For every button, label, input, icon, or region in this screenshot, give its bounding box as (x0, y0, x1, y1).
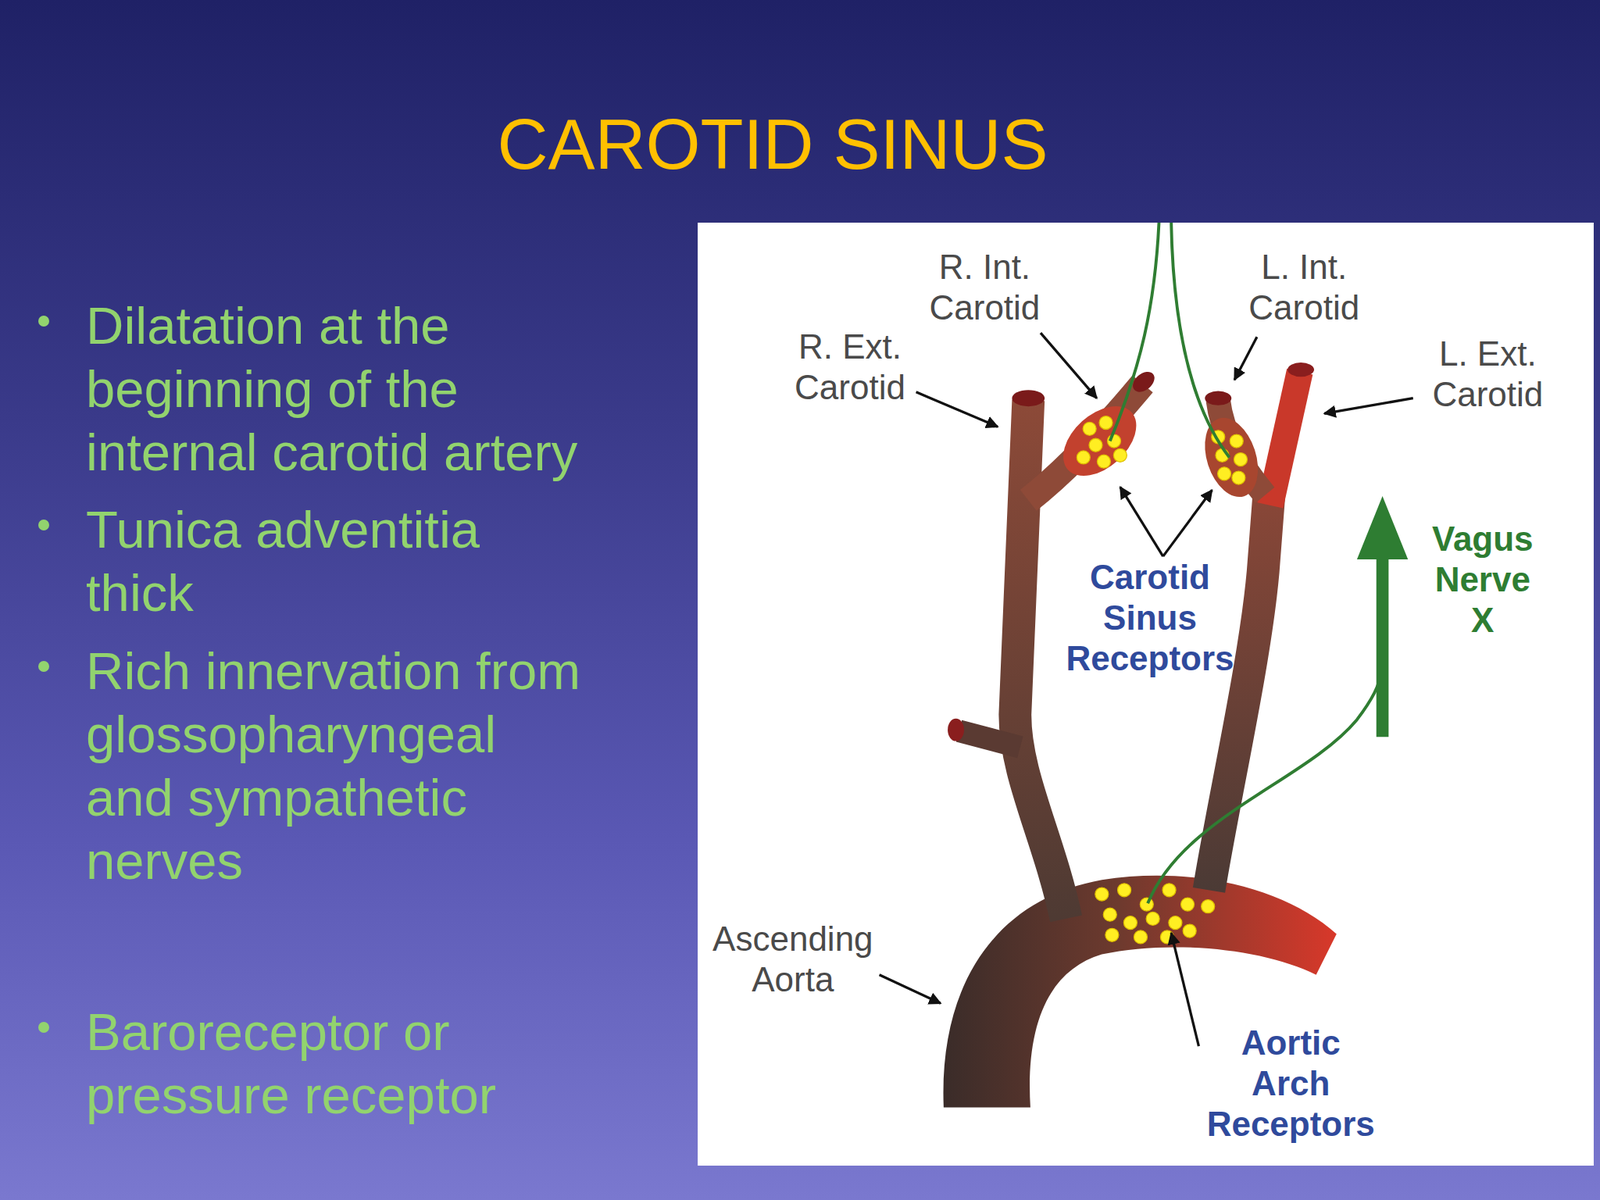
receptor-dot (1217, 467, 1232, 481)
bullet-text: Rich innervation from glossopharyngeal a… (85, 639, 590, 893)
receptor-dot (1076, 450, 1090, 465)
left-external-carotid (1270, 371, 1300, 506)
anatomy-label: Ascending Aorta (703, 918, 883, 1000)
bullet-text: Dilatation at the beginning of the inter… (85, 293, 590, 484)
receptor-dot (1123, 916, 1137, 930)
receptor-dot (1232, 471, 1246, 485)
receptor-dot (1117, 883, 1132, 897)
anatomy-label: L. Int. Carotid (1235, 246, 1373, 329)
slide-title: CAROTID SINUS (496, 103, 1048, 186)
receptor-label: Carotid Sinus Receptors (1058, 557, 1241, 679)
vessel-opening (1204, 391, 1232, 406)
receptor-dot (1233, 453, 1247, 467)
receptor-dot (1105, 928, 1119, 942)
leader-arrow (1234, 336, 1258, 380)
receptor-dot (1229, 434, 1243, 448)
leader-arrow (1040, 332, 1097, 399)
receptor-dot (1182, 924, 1197, 938)
receptor-dot (1168, 916, 1183, 930)
receptor-dot (1181, 897, 1195, 911)
leader-arrow (879, 975, 941, 1004)
receptor-dot (1162, 883, 1176, 897)
receptor-dot (1103, 907, 1117, 922)
receptor-dots (1076, 416, 1247, 944)
left-carotid-sinus (1195, 410, 1268, 504)
receptor-dot (1096, 454, 1111, 468)
leader-arrow (1163, 489, 1213, 557)
receptor-dot (1113, 448, 1127, 462)
vessel-opening (947, 718, 965, 742)
glossopharyngeal-nerve (1110, 222, 1160, 442)
receptor-dot (1133, 930, 1147, 944)
bullet-dot (38, 315, 50, 327)
sinus-nerve (1171, 222, 1229, 458)
receptor-dot (1095, 887, 1109, 901)
subclavian-stub (958, 731, 1020, 748)
leader-arrow (916, 392, 999, 427)
receptor-dot (1107, 434, 1122, 448)
receptor-dot (1146, 911, 1160, 925)
bullet-dot (38, 1021, 50, 1033)
panel-background (697, 222, 1594, 1166)
receptor-dot (1099, 416, 1113, 430)
receptor-dot (1139, 897, 1154, 911)
vessel-opening (1287, 362, 1315, 377)
bullet-dot (38, 660, 50, 672)
bullet-dot (38, 519, 50, 531)
vagus-arrow-shaft (1376, 551, 1390, 738)
receptor-dot (1201, 900, 1215, 914)
anatomy-label: R. Int. Carotid (915, 246, 1054, 329)
vessel-opening (1011, 389, 1045, 407)
anatomy-label: L. Ext. Carotid (1418, 333, 1557, 415)
bullet-text: Tunica adventitia thick (85, 497, 590, 625)
anatomy-label: R. Ext. Carotid (781, 326, 919, 408)
receptor-dot (1082, 421, 1097, 436)
leader-arrow (1120, 486, 1164, 557)
receptor-label: Vagus Nerve X (1425, 518, 1540, 641)
right-carotid-sinus (1050, 392, 1150, 490)
leader-arrow (1171, 932, 1199, 1047)
left-carotid-trunk (1208, 492, 1269, 890)
receptor-label: Aortic Arch Receptors (1203, 1022, 1379, 1145)
vagus-arrow-head (1357, 496, 1408, 560)
leader-arrow (1324, 398, 1414, 415)
receptor-dot (1089, 438, 1103, 452)
vagus-nerve-branch (1147, 668, 1383, 904)
bullet-text: Baroreceptor or pressure receptor (85, 1000, 590, 1127)
